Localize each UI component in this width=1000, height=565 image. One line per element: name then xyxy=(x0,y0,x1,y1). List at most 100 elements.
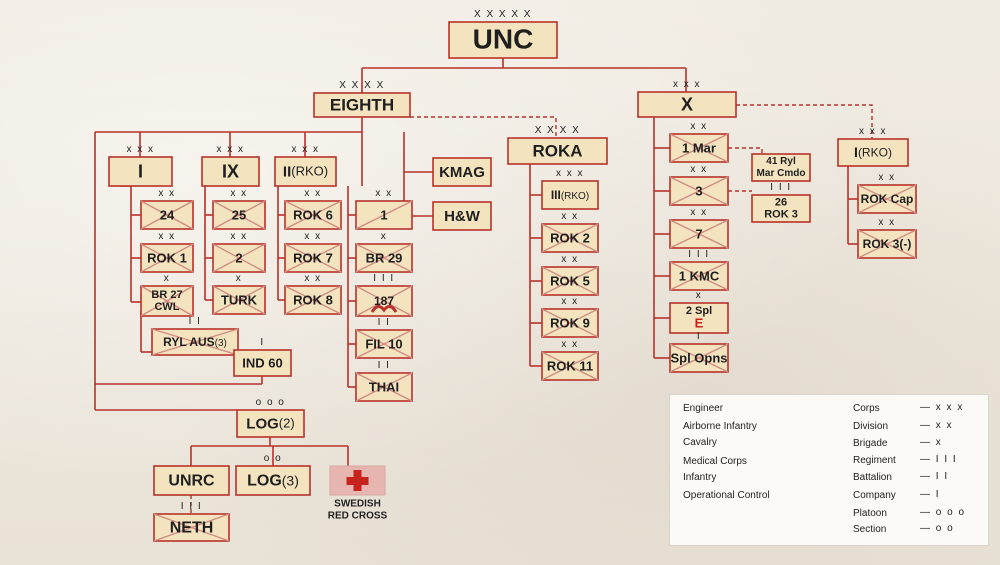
infantry-cross xyxy=(140,200,194,230)
infantry-cross xyxy=(669,176,729,206)
legend-size-mark: — I xyxy=(920,489,941,500)
unit-u3[interactable]: x x3 xyxy=(669,164,729,206)
unit-u7[interactable]: x x7 xyxy=(669,207,729,249)
infantry-cross xyxy=(541,266,599,296)
unit-label: ROK 5 xyxy=(550,273,590,288)
infantry-cross xyxy=(669,343,729,373)
infantry-cross xyxy=(212,285,266,315)
unit-label: NETH xyxy=(170,520,214,537)
legend-size-label: Corps xyxy=(853,403,880,414)
infantry-cross xyxy=(669,219,729,249)
unit-label: 2 Spl xyxy=(686,305,712,317)
legend-size-label: Platoon xyxy=(853,508,887,519)
unit-u24[interactable]: x x24 xyxy=(140,188,194,230)
unit-label: 41 Ryl xyxy=(766,156,796,167)
echelon-mark: x x xyxy=(561,211,578,222)
unit-frame xyxy=(751,194,811,223)
unit-cav1[interactable]: x x1 xyxy=(355,188,413,230)
infantry-cross xyxy=(153,513,230,542)
unit-hw[interactable]: H&W xyxy=(432,201,492,231)
unit-splopns[interactable]: I Spl Opns xyxy=(669,331,729,373)
infantry-cross xyxy=(541,351,599,381)
unit-label: 26 xyxy=(775,196,787,208)
infantry-cross xyxy=(355,285,413,317)
unit-br29[interactable]: xBR 29 xyxy=(355,231,413,273)
echelon-mark: x x xyxy=(375,188,392,199)
unit-label-suffix: (RKO) xyxy=(858,146,892,160)
unit-unrc[interactable]: UNRC xyxy=(153,465,230,496)
unit-u2[interactable]: x x 2 xyxy=(212,231,266,273)
echelon-mark: x x x xyxy=(859,126,887,137)
unit-ii-rko[interactable]: x x xII(RKO) xyxy=(274,144,337,187)
unit-u25[interactable]: x x25 xyxy=(212,188,266,230)
unit-frame xyxy=(236,409,305,438)
unit-label: ROK 7 xyxy=(293,250,333,265)
unit-rok2[interactable]: x x ROK 2 xyxy=(541,211,599,253)
echelon-mark: x x xyxy=(230,231,247,242)
unit-kmag[interactable]: KMAG xyxy=(432,157,492,187)
unit-rok3m[interactable]: x x ROK 3(-) xyxy=(857,217,917,259)
unit-label: 24 xyxy=(160,207,175,222)
unit-mar1[interactable]: x x1 Mar xyxy=(669,121,729,163)
unit-label: 2 xyxy=(235,250,242,265)
echelon-mark: I I xyxy=(189,316,202,327)
unit-label-suffix: (RKO) xyxy=(561,191,589,202)
unit-label: BR 27 xyxy=(151,289,182,301)
echelon-mark: x x xyxy=(230,188,247,199)
echelon-mark: x x xyxy=(158,231,175,242)
unit-kmc1[interactable]: I I I1 KMC xyxy=(669,249,729,291)
unit-label: LOG(2) xyxy=(246,415,294,432)
echelon-mark: x x x xyxy=(216,144,244,155)
unit-label: ROK 3(-) xyxy=(863,237,912,251)
unit-label: Spl Opns xyxy=(670,350,727,365)
echelon-mark: x xyxy=(696,290,703,301)
unit-x-corps[interactable]: x x xX xyxy=(637,79,737,118)
echelon-mark: x x x xyxy=(673,79,701,90)
infantry-cross xyxy=(140,285,194,317)
unit-frame xyxy=(108,156,173,187)
echelon-mark: x x xyxy=(878,217,895,228)
unit-label-line2: ROK 3 xyxy=(764,208,798,220)
unit-i-rko[interactable]: x x xI(RKO) xyxy=(837,126,909,167)
unit-label: ROK 2 xyxy=(550,230,590,245)
echelon-mark: x x xyxy=(690,121,707,132)
unit-label: 1 KMC xyxy=(679,268,720,283)
engineer-icon: E xyxy=(695,315,704,330)
echelon-mark: I I I xyxy=(373,273,394,284)
unit-i-corps[interactable]: x x xI xyxy=(108,144,173,187)
infantry-cross xyxy=(212,200,266,230)
unit-ix-corps[interactable]: x x xIX xyxy=(201,144,260,187)
infantry-cross xyxy=(151,328,239,356)
unit-frame xyxy=(201,156,260,187)
infantry-cross xyxy=(541,308,599,338)
echelon-mark: I xyxy=(697,331,701,342)
unit-label-suffix: (3) xyxy=(215,338,227,349)
unit-frame xyxy=(235,465,311,496)
